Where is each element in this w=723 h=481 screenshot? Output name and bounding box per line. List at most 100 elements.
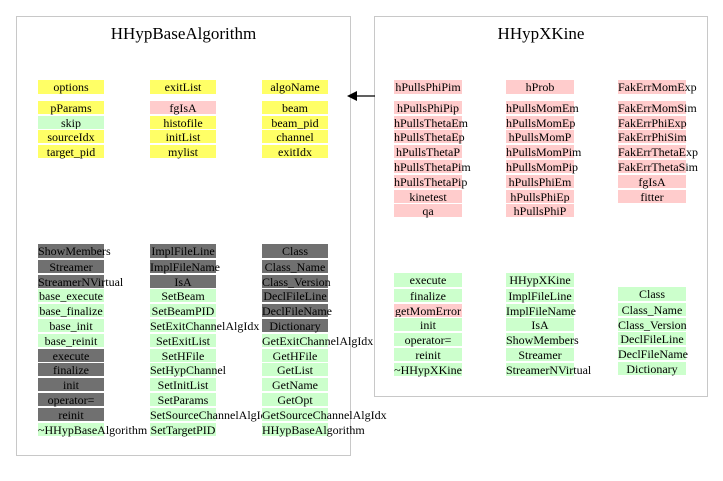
member-item: exitList [150,80,216,94]
member-item: target_pid [38,144,104,159]
member-item: execute [38,347,104,363]
member-item: base_finalize [38,303,104,319]
member-item: init [394,317,462,332]
member-item: kinetest [394,188,462,204]
member-item: ShowMembers [38,244,111,258]
member-item: hPullsThetaEm [394,114,468,130]
arrow-head [347,91,357,101]
inheritance-arrow [347,91,375,101]
member-item: fitter [618,188,686,204]
member-item: SetSourceChannelAlgIdx [150,406,273,422]
member-item: operator= [38,392,104,407]
member-item: hPullsPhiEp [506,188,574,204]
member-item: sourceIdx [38,129,104,144]
member-item: hPullsMomEp [506,114,576,130]
member-item: hPullsThetaPip [394,173,468,189]
member-item: finalize [38,362,104,377]
member-item: ImplFileName [506,302,576,318]
member-item: channel [262,129,328,144]
member-item: algoName [262,80,328,94]
member-item: Class [262,244,328,258]
member-item: GetExitChannelAlgIdx [262,332,374,348]
member-item: FakErrPhiExp [618,114,687,130]
member-item: FakErrThetaSim [618,159,698,174]
member-item: ~HHypBaseAlgorithm [38,421,148,437]
member-item: GetList [262,362,328,377]
member-item: StreamerNVirtual [506,361,592,377]
member-item: SetHypChannel [150,362,226,378]
member-item: hProb [506,80,574,94]
member-item: initList [150,129,216,144]
member-item: options [38,80,104,94]
member-item: hPullsMomPip [506,159,579,174]
member-item: DeclFileLine [618,331,686,346]
member-item: hPullsMomP [506,129,574,144]
member-item: SetExitList [150,332,216,348]
member-item: GetHFile [262,347,328,363]
class-title: HHypBaseAlgorithm [110,24,257,43]
member-item: DeclFileName [618,346,688,362]
member-item: Streamer [38,258,104,274]
member-item: Class_Version [262,273,331,289]
member-item: execute [394,273,462,287]
member-item: GetSourceChannelAlgIdx [262,406,387,422]
member-item: Class [618,287,686,301]
member-item: fgIsA [150,99,216,115]
member-item: HHypBaseAlgorithm [262,421,365,437]
member-item: beam [262,99,328,115]
member-item: ~HHypXKine [394,361,462,377]
member-item: getMomError [394,302,462,318]
member-item: histofile [150,114,216,130]
member-item: skip [38,114,104,130]
member-item: DeclFileName [262,303,332,319]
member-item: Class_Name [618,301,686,317]
member-item: IsA [506,317,574,332]
member-item: GetOpt [262,392,328,407]
member-item: finalize [394,287,462,303]
member-item: Class_Name [262,258,328,274]
member-item: hPullsPhiEm [506,173,574,189]
member-item: fgIsA [618,173,686,189]
member-item: FakErrMomSim [618,99,697,115]
member-item: StreamerNVirtual [38,273,124,289]
member-item: qa [394,203,462,218]
member-item: operator= [394,332,462,347]
member-item: ImplFileLine [506,287,574,303]
member-item: hPullsThetaPim [394,159,471,174]
member-item: mylist [150,144,216,159]
member-item: reinit [394,347,462,362]
member-item: hPullsThetaEp [394,129,465,145]
member-item: ImplFileLine [150,244,216,258]
member-item: hPullsMomPim [506,144,582,160]
member-item: SetInitList [150,377,216,392]
member-item: FakErrMomExp [618,80,697,94]
member-item: Class_Version [618,316,687,332]
member-item: Dictionary [618,361,686,376]
member-item: SetHFile [150,347,216,363]
member-item: hPullsPhiPim [394,80,462,94]
member-item: SetBeam [150,288,216,303]
member-item: base_execute [38,288,104,304]
member-item: Dictionary [262,318,328,333]
member-item: FakErrPhiSim [618,129,687,145]
member-item: IsA [150,273,216,289]
class-title: HHypXKine [497,24,585,43]
member-item: SetBeamPID [150,303,216,319]
member-item: beam_pid [262,114,328,130]
member-item: GetName [262,377,328,392]
member-item: ImplFileName [150,258,220,274]
member-item: DeclFileLine [262,288,328,304]
member-item: Streamer [506,347,574,362]
member-item: hPullsPhiPip [394,99,462,115]
member-item: reinit [38,406,104,422]
member-item: base_reinit [38,332,104,348]
member-item: SetParams [150,392,216,407]
member-item: SetExitChannelAlgIdx [150,318,260,333]
member-item: SetTargetPID [150,421,216,437]
member-item: FakErrThetaExp [618,144,698,160]
member-item: ShowMembers [506,332,579,348]
member-item: hPullsPhiP [506,203,574,218]
member-item: pParams [38,99,104,115]
member-item: hPullsMomEm [506,99,579,115]
member-item: hPullsThetaP [394,144,462,160]
